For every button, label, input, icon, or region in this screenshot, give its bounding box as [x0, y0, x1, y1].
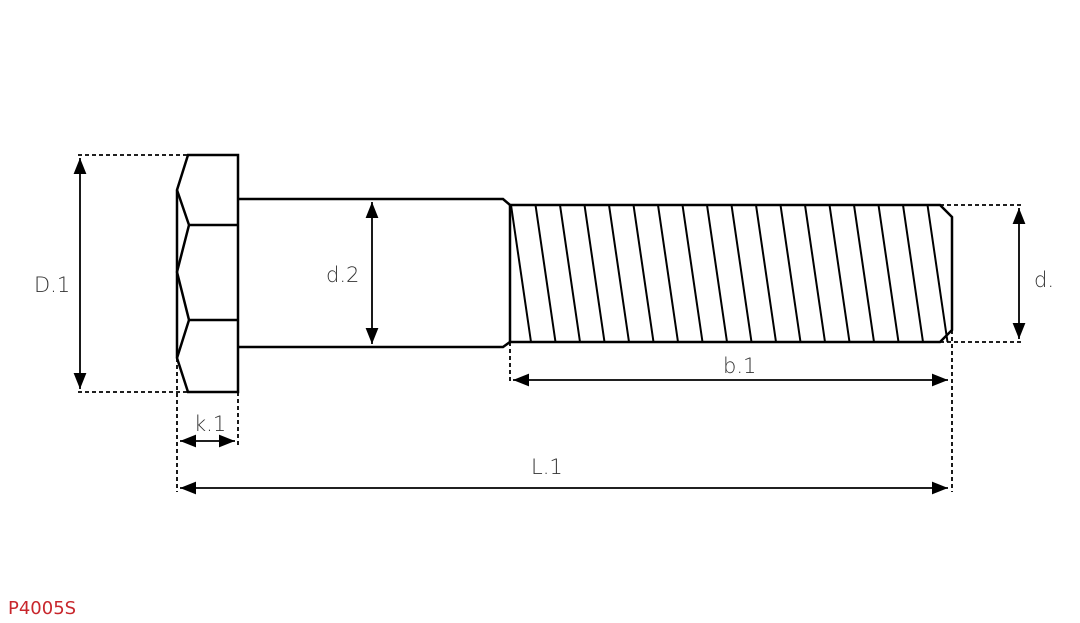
label-d: d.: [1034, 268, 1054, 292]
label-b1: b.1: [723, 354, 756, 378]
thread-line: [534, 204, 557, 343]
thread-line: [902, 204, 924, 343]
thread-line: [730, 204, 753, 343]
thread-lines: [510, 204, 949, 343]
bolt-shank: [238, 197, 511, 349]
thread-line: [926, 204, 949, 343]
label-L1: L.1: [531, 455, 563, 479]
thread-line: [804, 204, 826, 343]
thread-line: [559, 204, 581, 343]
thread-line: [755, 204, 777, 343]
thread-line: [779, 204, 802, 343]
label-k1: k.1: [194, 412, 226, 436]
thread-line: [583, 204, 606, 343]
thread-line: [632, 204, 655, 343]
thread-line: [877, 204, 900, 343]
thread-line: [681, 204, 704, 343]
thread-line: [828, 204, 851, 343]
label-d2: d.2: [326, 263, 359, 287]
thread-line: [706, 204, 728, 343]
label-D1: D.1: [34, 273, 70, 297]
bolt-head: [175, 153, 240, 394]
thread-line: [853, 204, 875, 343]
thread-line: [657, 204, 679, 343]
part-code: P4005S: [8, 598, 77, 619]
thread-line: [510, 204, 532, 343]
extension-lines: [78, 154, 1022, 492]
thread-line: [608, 204, 630, 343]
